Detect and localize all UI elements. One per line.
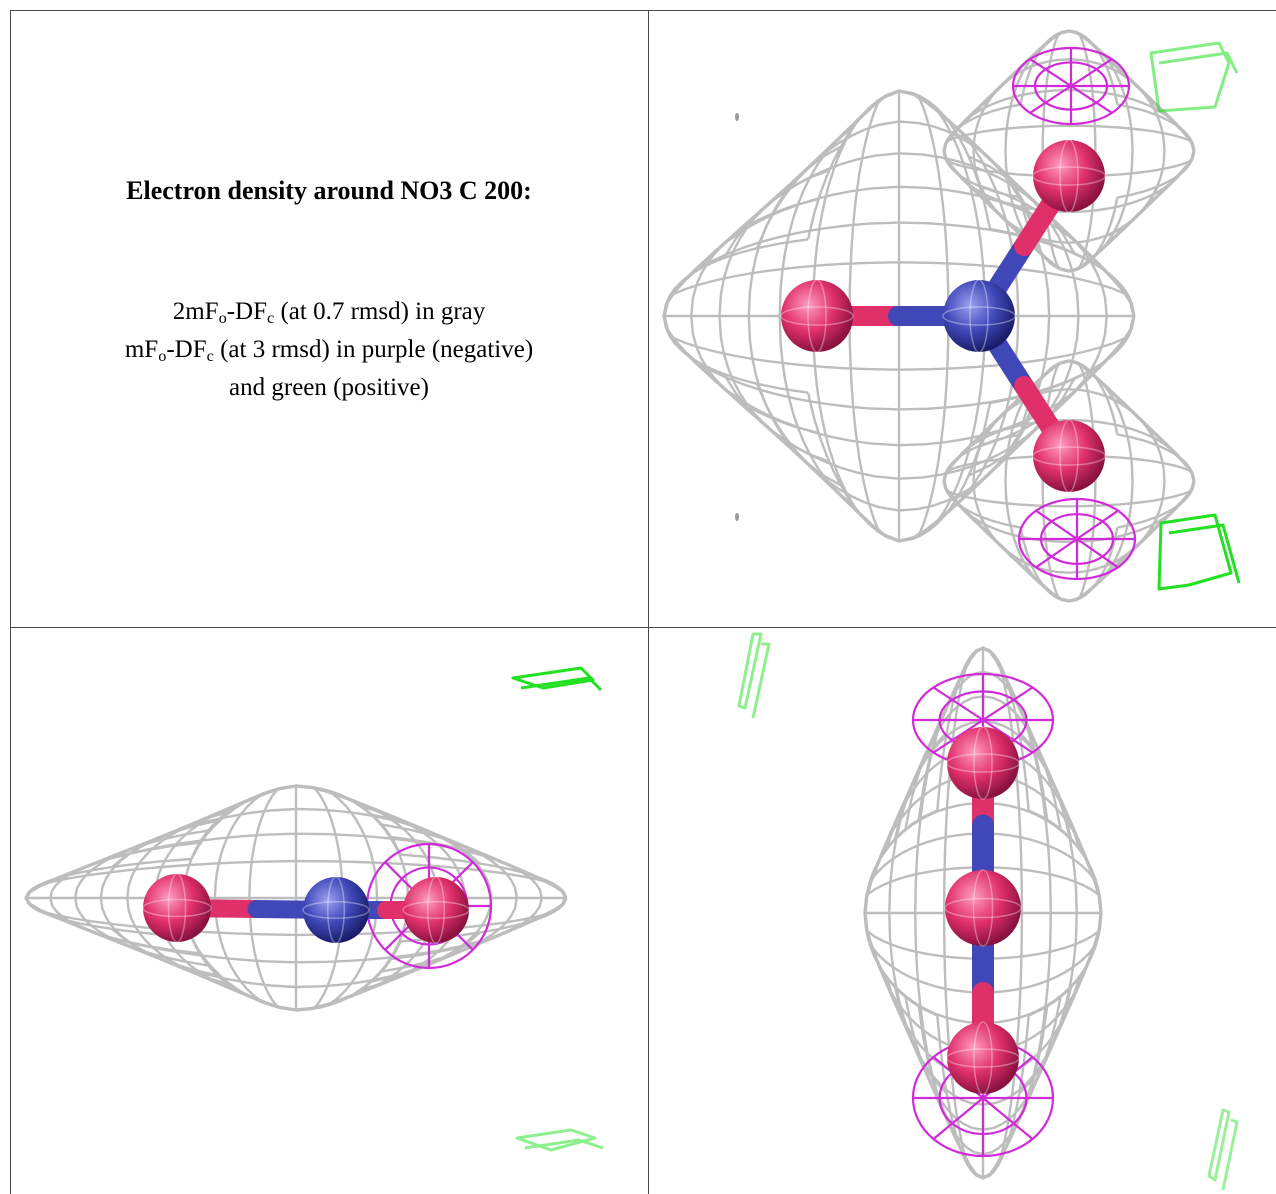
map-speck-1 — [735, 113, 739, 121]
atom-n — [302, 876, 370, 944]
map-fofc-positive-upper — [737, 632, 771, 719]
map-fofc-negative-lower — [1017, 497, 1137, 581]
map-fofc-positive-upper — [511, 666, 603, 692]
atom-n — [942, 279, 1016, 353]
map-2fofc-mesh — [24, 784, 568, 1012]
caption-cell: Electron density around NO3 C 200: 2mFo-… — [10, 10, 648, 627]
density-view-top — [649, 11, 1276, 627]
map-fofc-positive-lower — [515, 1128, 604, 1152]
legend-line-fofc: mFo-DFc (at 3 rmsd) in purple (negative) — [124, 336, 534, 365]
grid-line-middle — [10, 627, 1276, 628]
atom-o-center — [944, 869, 1022, 947]
grid-line-center — [648, 10, 649, 1194]
map-2fofc-lobe-lower — [942, 359, 1196, 603]
density-view-end — [649, 628, 1276, 1194]
density-view-side-svg — [24, 666, 604, 1152]
density-view-top-svg — [662, 29, 1241, 603]
atom-o-right — [402, 876, 470, 944]
grid-line-left — [10, 10, 11, 1194]
atom-o2 — [1032, 139, 1106, 213]
figure-title: Electron density around NO3 C 200: — [126, 176, 532, 205]
atom-o1 — [780, 279, 854, 353]
legend-line-2fofc: 2mFo-DFc (at 0.7 rmsd) in gray — [172, 298, 486, 327]
atom-o-lower — [946, 1021, 1020, 1095]
map-fofc-negative-upper — [1011, 46, 1131, 126]
map-speck-2 — [735, 513, 739, 521]
map-fofc-positive-lower — [1207, 1108, 1239, 1191]
grid-line-top — [10, 10, 1276, 11]
atom-o-upper — [946, 726, 1020, 800]
map-legend: 2mFo-DFc (at 0.7 rmsd) in gray mFo-DFc (… — [10, 293, 648, 407]
legend-line-positive: and green (positive) — [229, 374, 429, 401]
density-view-side — [11, 628, 648, 1194]
density-view-end-svg — [737, 632, 1239, 1191]
atom-o-left — [142, 873, 212, 943]
map-fofc-positive-lower — [1157, 513, 1241, 591]
map-fofc-positive-upper — [1149, 41, 1239, 113]
atom-o3 — [1032, 419, 1106, 493]
